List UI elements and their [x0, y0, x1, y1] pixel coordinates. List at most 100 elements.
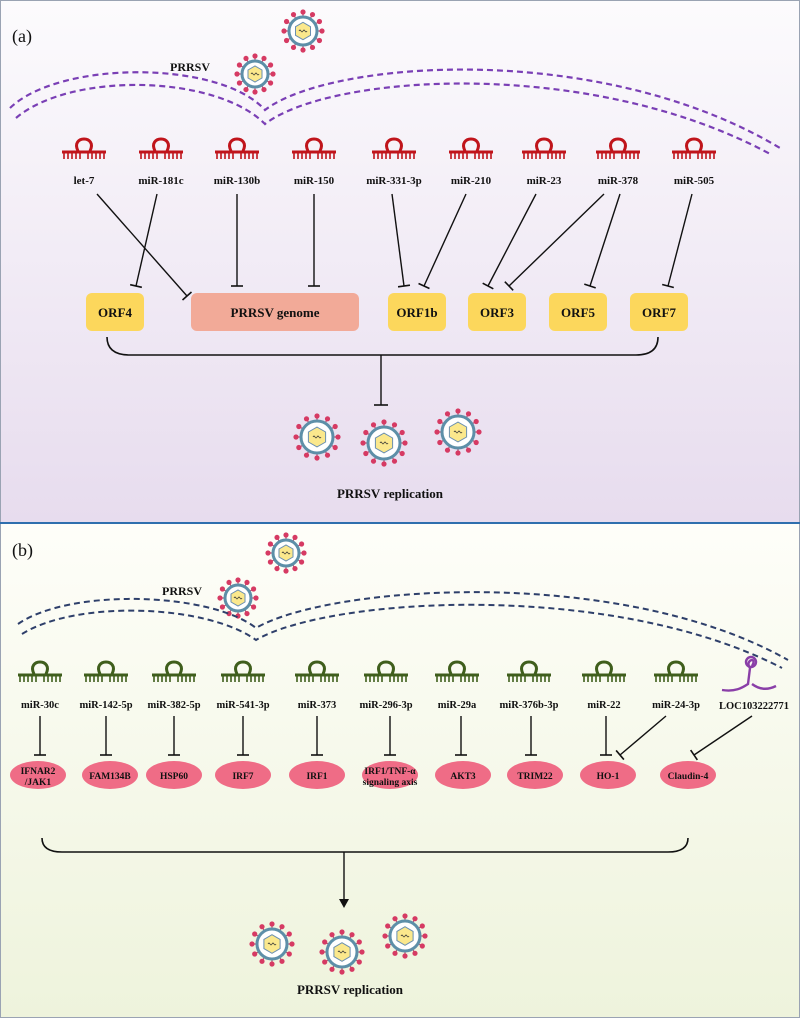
- spike-head: [261, 86, 267, 93]
- spike-head: [274, 534, 280, 541]
- viral-genome: [312, 435, 322, 439]
- virus-particle: [281, 9, 325, 53]
- viral-genome: [281, 551, 291, 555]
- inhibits-miR-296-3p-target-5: [384, 716, 396, 756]
- spike-head: [303, 452, 310, 458]
- spike-head: [402, 913, 408, 919]
- mirna-label: miR-376b-3p: [500, 700, 559, 711]
- mirna-label: miR-24-3p: [652, 700, 700, 711]
- spike-head: [316, 37, 323, 44]
- target-label: AKT3: [450, 772, 476, 782]
- inhibits-miR-331-3p-ORF1b: [391, 193, 411, 288]
- spike-head: [274, 565, 280, 572]
- spike-head: [236, 62, 243, 68]
- mirna-label: miR-181c: [138, 175, 183, 187]
- hairpin-loop: [462, 137, 480, 152]
- panel-a-label: (a): [12, 26, 32, 47]
- inhibition-line: [619, 715, 667, 756]
- target-box-ORF3: [468, 293, 526, 331]
- spike-head: [267, 62, 274, 68]
- mirna-icon-let-7: [62, 137, 106, 159]
- panel-b-label: (b): [12, 540, 33, 561]
- viral-genome: [379, 441, 389, 445]
- inhibition-line: [391, 193, 405, 287]
- host-membrane-inner: [21, 603, 783, 669]
- spike-head: [236, 80, 243, 86]
- spike-head: [298, 559, 305, 565]
- spike-head: [300, 47, 306, 53]
- target-ellipse-0: [10, 761, 66, 789]
- virus-particle: [265, 532, 307, 574]
- target-ellipse-1: [82, 761, 138, 789]
- inhibition-bar: [661, 283, 675, 289]
- target-label: ORF1b: [396, 305, 437, 320]
- mirna-icon-miR-376b-3p: [507, 660, 551, 682]
- viral-genome: [233, 596, 243, 600]
- inhibition-line: [589, 193, 621, 287]
- spike-head: [283, 532, 289, 538]
- inhibits-miR-181c-ORF4: [129, 193, 158, 289]
- mirna-icon-miR-22: [582, 660, 626, 682]
- lncrna-label: LOC103222771: [719, 701, 789, 712]
- hairpin-loop: [308, 660, 326, 675]
- spike-head: [286, 951, 292, 957]
- hairpin-loop: [305, 137, 323, 152]
- inhibition-line: [508, 193, 605, 287]
- spike-head: [283, 568, 289, 574]
- inhibits-miR-22-target-8: [600, 716, 612, 756]
- target-ellipse-3: [215, 761, 271, 789]
- virus-particle: [217, 577, 259, 619]
- mirna-icon-miR-382-5p: [152, 660, 196, 682]
- spike-head: [286, 931, 292, 937]
- target-ellipse-2: [146, 761, 202, 789]
- hairpin-loop: [385, 137, 403, 152]
- mirna-label: miR-505: [674, 175, 715, 187]
- spike-head: [349, 966, 355, 972]
- target-ellipse-7: [507, 761, 563, 789]
- spike-head: [253, 595, 259, 601]
- spike-head: [243, 86, 249, 93]
- hairpin-loop: [75, 137, 93, 152]
- target-label: IRF7: [232, 772, 253, 782]
- inhibition-bar: [397, 284, 411, 288]
- viral-genome: [400, 934, 410, 938]
- mirna-label: miR-23: [527, 175, 562, 187]
- inhibits-miR-142-5p-target-1: [100, 716, 112, 756]
- mirna-label: miR-541-3p: [216, 700, 269, 711]
- spike-head: [283, 37, 290, 44]
- mirna-icon-miR-130b: [215, 137, 259, 159]
- grouping-bracket: [106, 336, 659, 356]
- mirna-label: miR-30c: [21, 700, 59, 711]
- virus-particle: [234, 53, 276, 95]
- spike-head: [252, 931, 258, 937]
- target-ellipse-5: [362, 761, 418, 789]
- spike-head: [303, 416, 310, 422]
- spike-head: [332, 423, 338, 430]
- inhibits-LOC103222771-target-10: [689, 715, 753, 761]
- inhibits-miR-23-ORF3: [482, 193, 537, 290]
- spike-head: [319, 949, 325, 955]
- hairpin-loop: [97, 660, 115, 675]
- inhibition-line: [693, 715, 753, 756]
- spike-head: [339, 929, 345, 935]
- lncrna-strand: [721, 658, 777, 692]
- panel-a-background: [0, 0, 800, 523]
- target-label: ORF3: [480, 305, 514, 320]
- spike-head: [319, 28, 325, 34]
- grouping-bracket: [41, 837, 689, 853]
- target-label: TRIM22: [517, 772, 553, 782]
- replicating-virus: [434, 408, 482, 456]
- spike-head: [359, 949, 365, 955]
- target-label: FAM134B: [89, 772, 131, 782]
- spike-head: [234, 71, 240, 77]
- spike-head: [335, 434, 341, 440]
- spike-head: [314, 455, 320, 461]
- mirna-icon-miR-181c: [139, 137, 183, 159]
- spike-head: [444, 447, 451, 453]
- spike-head: [465, 447, 472, 453]
- spike-head: [219, 604, 226, 610]
- inhibition-bar: [584, 283, 596, 289]
- target-label: PRRSV genome: [231, 305, 320, 320]
- replicating-virus: [382, 913, 428, 959]
